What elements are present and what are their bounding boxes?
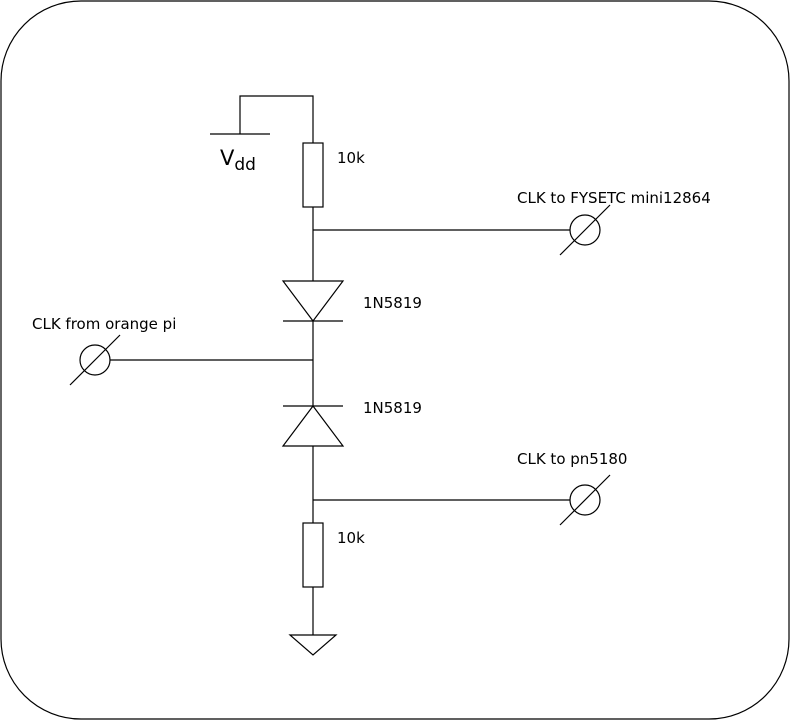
resistor-bottom-value: 10k	[337, 529, 365, 547]
ground-icon	[288, 634, 338, 656]
label-clk-from-orange-pi: CLK from orange pi	[32, 315, 176, 333]
diode-top-label: 1N5819	[363, 294, 422, 312]
vdd-label: Vdd	[220, 146, 256, 175]
label-clk-to-fysetc: CLK to FYSETC mini12864	[517, 189, 711, 207]
diode-bottom-label: 1N5819	[363, 399, 422, 417]
resistor-bottom: 10k	[302, 522, 365, 588]
vdd-supply-symbol: Vdd	[210, 95, 314, 175]
connector-orange-pi	[69, 334, 121, 386]
connector-pn5180	[559, 474, 611, 526]
resistor-top-value: 10k	[337, 149, 365, 167]
label-clk-to-pn5180: CLK to pn5180	[517, 450, 627, 468]
connector-fysetc	[559, 204, 611, 256]
